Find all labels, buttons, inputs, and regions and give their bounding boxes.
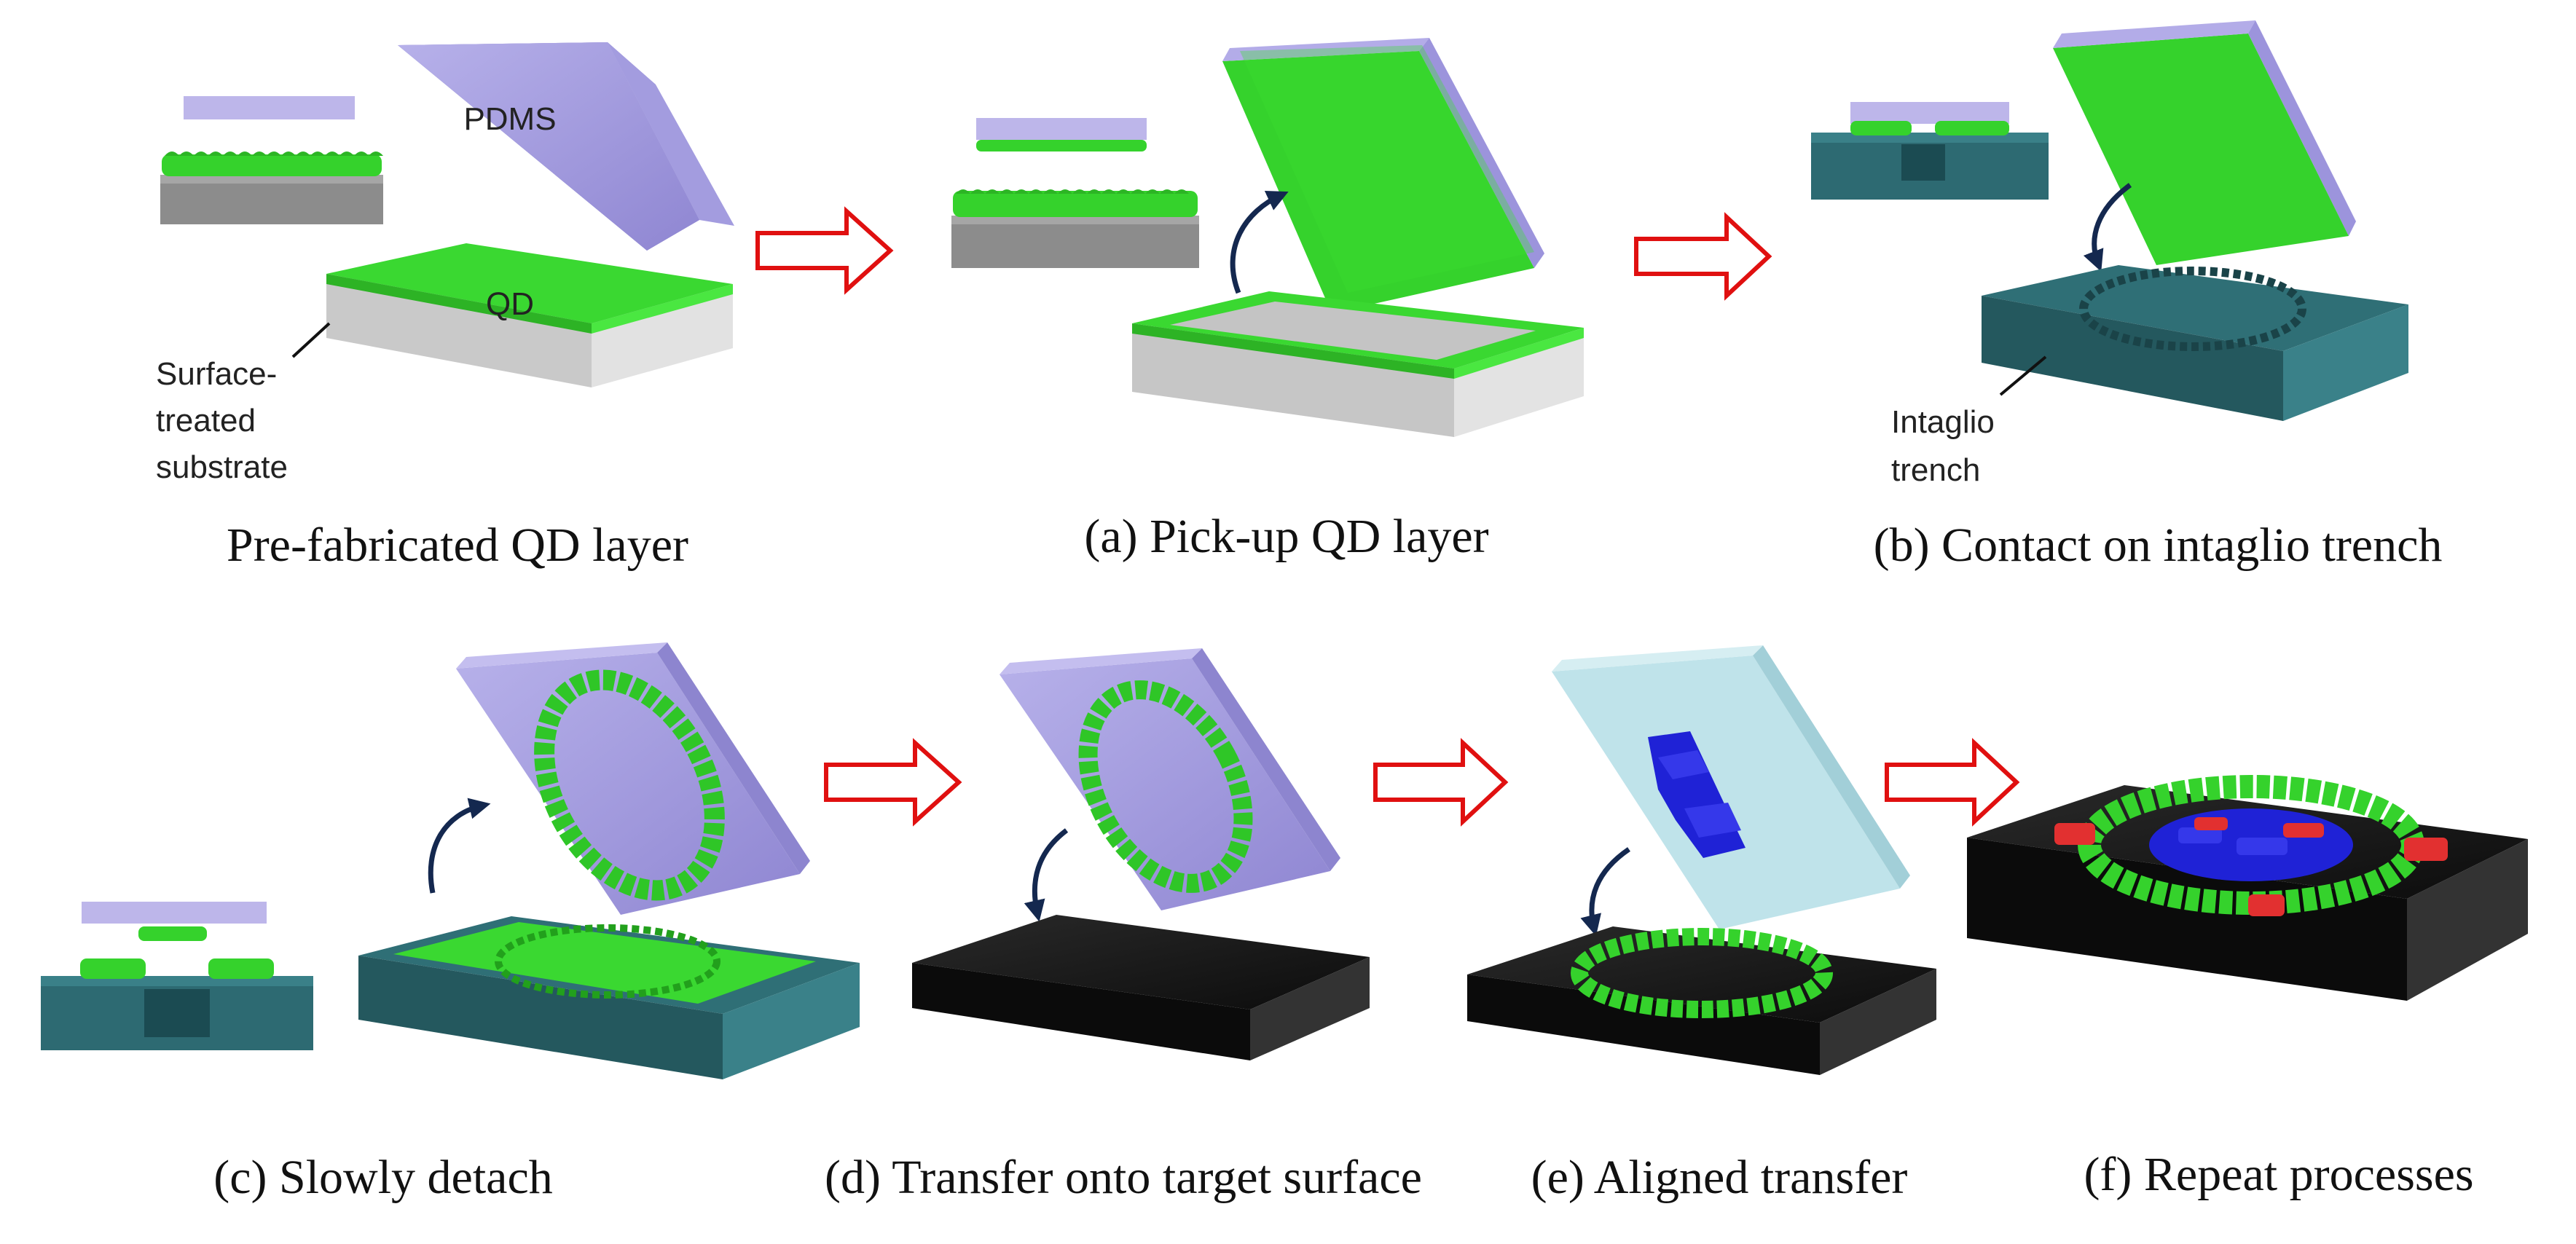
process-arrow-icon <box>824 738 962 827</box>
process-arrow-icon <box>1634 212 1772 301</box>
caption-detach: (c) Slowly detach <box>213 1151 553 1204</box>
black-target-substrate <box>912 915 1370 1060</box>
caption-prefabricated: Pre-fabricated QD layer <box>227 519 688 572</box>
process-arrow-icon <box>1885 738 2020 827</box>
curved-arrow-icon <box>2083 183 2132 272</box>
panel-pick-up: (a) Pick-up QD layer <box>951 38 1584 563</box>
caption-pick-up: (a) Pick-up QD layer <box>1084 510 1488 563</box>
small-pdms-strip <box>184 96 355 119</box>
process-arrow-icon <box>1373 738 1509 827</box>
final-device-substrate <box>1967 775 2528 1001</box>
pdms-slab-with-qd <box>1222 38 1544 313</box>
substrate-with-qd-frame <box>1132 291 1584 437</box>
trench-callout: Intaglio trench <box>1891 355 2047 488</box>
small-pdms-with-qd <box>976 118 1147 151</box>
pdms-slab-with-qd <box>2053 20 2356 265</box>
curved-arrow-icon <box>1580 847 1630 937</box>
light-pdms-slab-with-blue-qd <box>1552 645 1910 929</box>
small-trench-stack <box>1811 102 2049 200</box>
caption-aligned-transfer: (e) Aligned transfer <box>1531 1151 1908 1204</box>
pdms-slab: PDMS <box>398 42 734 251</box>
pdms-label: PDMS <box>463 101 556 137</box>
panel-transfer-target: (d) Transfer onto target surface <box>825 648 1422 1204</box>
substrate-label-line2: treated <box>156 403 256 438</box>
curved-arrow-icon <box>1024 828 1069 922</box>
small-trench-stack <box>41 902 313 1050</box>
substrate-callout: Surface- treated substrate <box>156 322 331 485</box>
qd-label: QD <box>486 286 534 322</box>
pdms-slab-with-qd-ring <box>1000 648 1340 910</box>
process-arrow-icon <box>755 206 894 295</box>
caption-contact: (b) Contact on intaglio trench <box>1874 519 2443 572</box>
caption-repeat: (f) Repeat processes <box>2084 1148 2473 1201</box>
trench-label-line2: trench <box>1891 452 1980 488</box>
small-substrate-stack <box>951 189 1199 268</box>
panel-contact: Intaglio trench (b) Contact on intaglio … <box>1811 20 2442 572</box>
black-substrate-with-qd-ring <box>1467 926 1936 1075</box>
panel-aligned-transfer: (e) Aligned transfer <box>1467 645 1936 1204</box>
trench-label-line1: Intaglio <box>1891 404 1995 440</box>
small-substrate-stack <box>160 151 383 224</box>
teal-substrate-with-qd <box>358 916 860 1079</box>
curved-arrow-icon <box>1230 190 1289 294</box>
curved-arrow-icon <box>428 798 491 894</box>
qd-on-substrate-slab: QD <box>326 243 733 387</box>
panel-repeat: (f) Repeat processes <box>1967 775 2528 1201</box>
pdms-slab-with-qd-ring <box>456 642 810 915</box>
panel-detach: (c) Slowly detach <box>41 642 860 1204</box>
substrate-label-line1: Surface- <box>156 356 277 392</box>
caption-transfer-target: (d) Transfer onto target surface <box>825 1151 1422 1204</box>
teal-trench-substrate <box>1982 265 2408 421</box>
panel-prefabricated: PDMS QD Surface- treated substrate Pre-f… <box>156 42 734 572</box>
substrate-label-line3: substrate <box>156 449 288 485</box>
